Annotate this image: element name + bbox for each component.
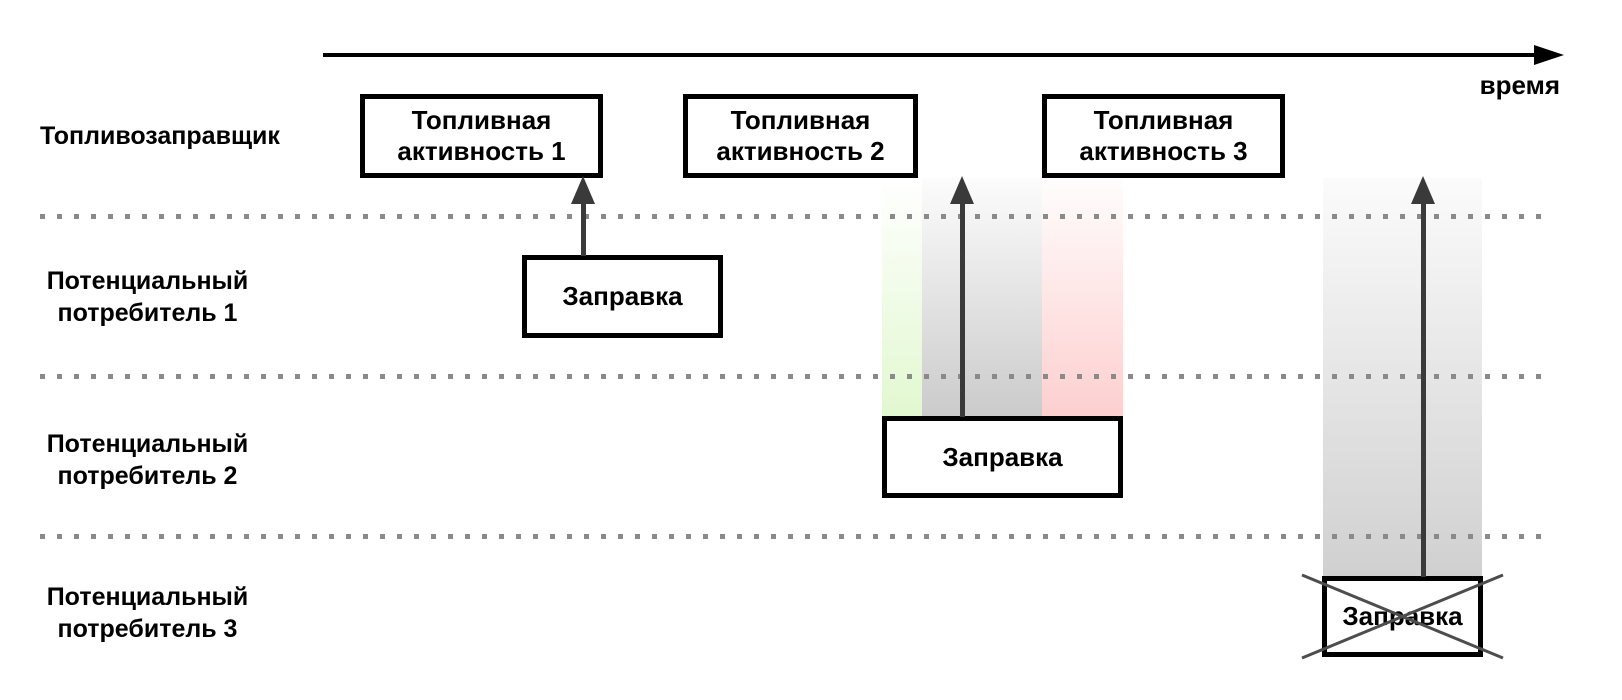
lane-divider-2 — [40, 374, 1552, 379]
lane-label-consumer-1: Потенциальный потребитель 1 — [40, 265, 255, 329]
time-axis-arrowhead-icon — [1534, 45, 1564, 65]
activity-box-line: Топливная — [1093, 105, 1234, 135]
refueling-box-1: Заправка — [522, 255, 723, 338]
activity-box-line: Топливная — [411, 105, 552, 135]
arrow-line — [1421, 200, 1426, 577]
arrow-up-icon — [1411, 176, 1435, 204]
lane-divider-1 — [40, 214, 1552, 219]
arrow-line — [581, 200, 586, 256]
lane-label-fuel-tanker: Топливозаправщик — [40, 120, 280, 152]
refueling-box-label: Заправка — [942, 441, 1063, 472]
lane-label-consumer-3: Потенциальный потребитель 3 — [40, 581, 255, 645]
time-axis-label: время — [1479, 70, 1560, 100]
lane-label-line: потребитель 3 — [57, 615, 238, 643]
activity-box-2: Топливная активность 2 — [683, 94, 918, 178]
arrow-up-icon — [571, 176, 595, 204]
lane-divider-3 — [40, 534, 1552, 539]
arrow-line — [960, 200, 965, 417]
activity-box-line: Топливная — [730, 105, 871, 135]
arrow-up-icon — [950, 176, 974, 204]
time-axis-line — [323, 53, 1539, 57]
lane-label-line: Потенциальный — [46, 267, 249, 295]
lane-label-consumer-2: Потенциальный потребитель 2 — [40, 428, 255, 492]
cancelled-cross-icon — [1301, 573, 1504, 660]
lane-label-line: Потенциальный — [46, 430, 249, 458]
activity-box-3: Топливная активность 3 — [1042, 94, 1285, 178]
activity-box-line: активность 1 — [397, 136, 566, 166]
activity-box-line: активность 2 — [716, 136, 885, 166]
lane-label-line: потребитель 2 — [57, 462, 238, 490]
refueling-box-label: Заправка — [562, 281, 683, 311]
refueling-box-2: Заправка — [882, 416, 1123, 498]
lane-label-line: потребитель 1 — [57, 299, 238, 327]
lane-label-line: Топливозаправщик — [40, 122, 280, 150]
lane-label-line: Потенциальный — [46, 583, 249, 611]
activity-box-line: активность 3 — [1079, 136, 1248, 166]
activity-box-1: Топливная активность 1 — [360, 94, 603, 178]
